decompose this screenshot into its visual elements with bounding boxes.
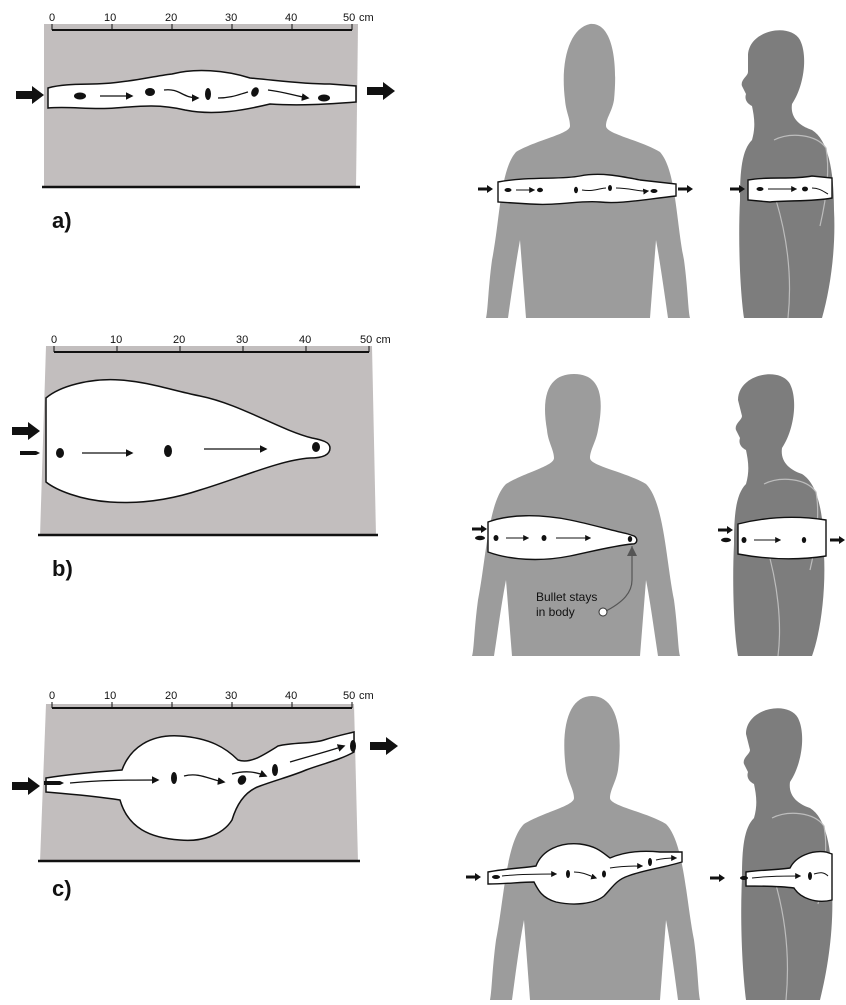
tick-label: 0 bbox=[49, 690, 55, 702]
panel-label-b: b) bbox=[52, 556, 73, 581]
scale-unit: cm bbox=[359, 12, 374, 24]
callout-text-line-2: in body bbox=[536, 605, 575, 619]
panel-c: 0 10 20 30 40 50 cm c) bbox=[12, 690, 832, 1000]
tick-label: 20 bbox=[173, 334, 185, 346]
tick-label: 40 bbox=[285, 12, 297, 24]
exit-arrow-side-b bbox=[830, 536, 845, 544]
scale-unit: cm bbox=[376, 334, 391, 346]
tick-label: 30 bbox=[225, 690, 237, 702]
wound-cavity-side-b bbox=[738, 517, 826, 558]
callout-text-line-1: Bullet stays bbox=[536, 590, 597, 604]
entry-arrow-front-a bbox=[478, 185, 493, 193]
entry-arrow-c bbox=[12, 777, 40, 795]
tick-label: 20 bbox=[165, 690, 177, 702]
scale-unit: cm bbox=[359, 690, 374, 702]
entry-arrow-b bbox=[12, 422, 40, 440]
entry-arrow-front-b bbox=[472, 525, 487, 533]
tick-label: 40 bbox=[299, 334, 311, 346]
exit-arrow-c bbox=[370, 737, 398, 755]
tick-label: 10 bbox=[104, 690, 116, 702]
tick-label: 50 bbox=[343, 12, 355, 24]
entry-arrow-side-c bbox=[710, 874, 725, 882]
tick-label: 40 bbox=[285, 690, 297, 702]
tick-label: 50 bbox=[343, 690, 355, 702]
tick-label: 50 bbox=[360, 334, 372, 346]
tick-label: 0 bbox=[51, 334, 57, 346]
tick-label: 10 bbox=[110, 334, 122, 346]
tick-label: 0 bbox=[49, 12, 55, 24]
exit-arrow-front-a bbox=[678, 185, 693, 193]
front-torso-a bbox=[486, 24, 690, 318]
front-torso-b bbox=[472, 374, 680, 656]
tick-label: 30 bbox=[236, 334, 248, 346]
entry-arrow-side-b bbox=[718, 526, 733, 534]
side-torso-b bbox=[733, 374, 824, 656]
entry-arrow-a bbox=[16, 86, 44, 104]
side-torso-a bbox=[739, 30, 834, 318]
panel-a: 0 10 20 30 40 50 cm a) bbox=[16, 12, 834, 318]
panel-b: 0 10 20 30 40 50 cm b) bbox=[12, 334, 845, 656]
tick-label: 10 bbox=[104, 12, 116, 24]
panel-label-a: a) bbox=[52, 208, 72, 233]
tick-label: 30 bbox=[225, 12, 237, 24]
exit-arrow-a bbox=[367, 82, 395, 100]
panel-label-c: c) bbox=[52, 876, 72, 901]
tick-label: 20 bbox=[165, 12, 177, 24]
entry-arrow-front-c bbox=[466, 873, 481, 881]
